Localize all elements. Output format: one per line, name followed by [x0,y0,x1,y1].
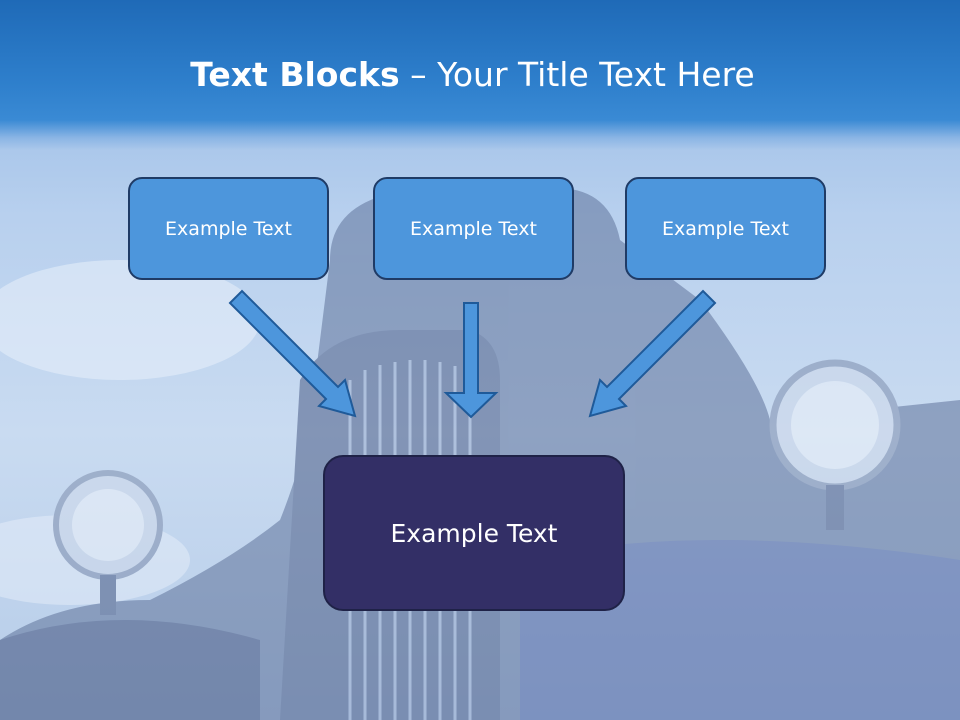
left-arrow [228,289,357,418]
text-block-3[interactable]: Example Text [625,177,826,280]
text-block-1[interactable]: Example Text [128,177,329,280]
title-bar [0,0,960,150]
slide-title: Text Blocks – Your Title Text Here [0,52,945,98]
text-block-2[interactable]: Example Text [373,177,574,280]
center-arrow [443,302,499,419]
main-text-block-label: Example Text [390,518,558,548]
main-text-block[interactable]: Example Text [323,455,625,611]
text-block-2-label: Example Text [410,217,537,240]
text-block-3-label: Example Text [662,217,789,240]
right-arrow [588,289,717,418]
text-block-1-label: Example Text [165,217,292,240]
title-rest: – Your Title Text Here [399,55,755,94]
title-bold: Text Blocks [190,55,400,94]
